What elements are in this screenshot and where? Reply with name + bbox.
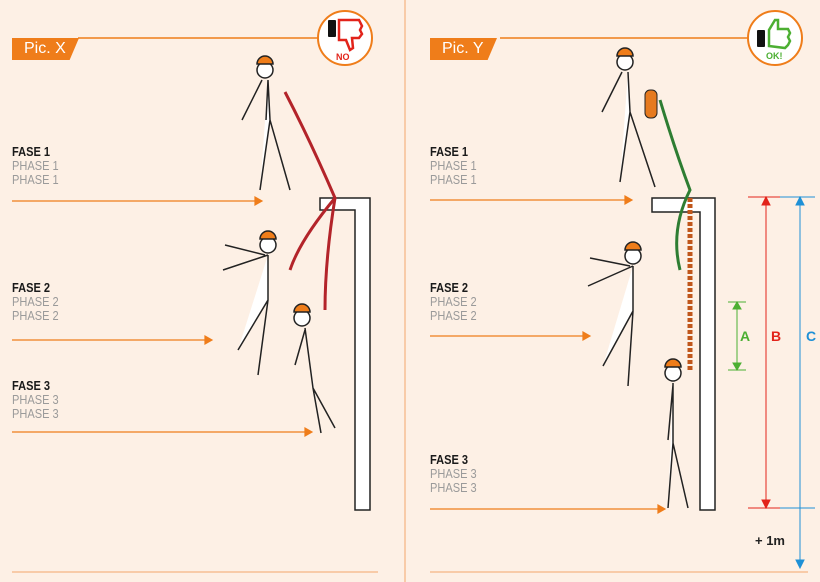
cliff-right — [651, 197, 716, 511]
measure-c-label: C — [806, 328, 817, 344]
measure-c — [780, 195, 815, 570]
climber-figure — [222, 47, 689, 509]
lanyard-left-phase3 — [323, 197, 337, 311]
no-label: NO — [336, 52, 350, 62]
plus-one-meter-label: + 1m — [755, 533, 785, 548]
phase-arrows-right — [430, 194, 667, 515]
ok-label: OK! — [766, 51, 783, 61]
lanyard-left-phase1-2 — [283, 91, 337, 271]
pic-x-tag: Pic. X — [12, 38, 79, 60]
measure-a — [728, 300, 746, 372]
cliff-left — [319, 197, 371, 511]
measure-a-label: A — [740, 328, 751, 344]
lanyard-right — [658, 99, 692, 271]
measure-b — [748, 195, 780, 510]
thumbs-up-icon — [747, 10, 803, 66]
pic-y-tag: Pic. Y — [430, 38, 497, 60]
thumbs-down-icon — [317, 10, 373, 66]
measure-b-label: B — [771, 328, 782, 344]
phase-arrows-left — [12, 195, 314, 438]
energy-absorber-pack — [644, 89, 658, 119]
